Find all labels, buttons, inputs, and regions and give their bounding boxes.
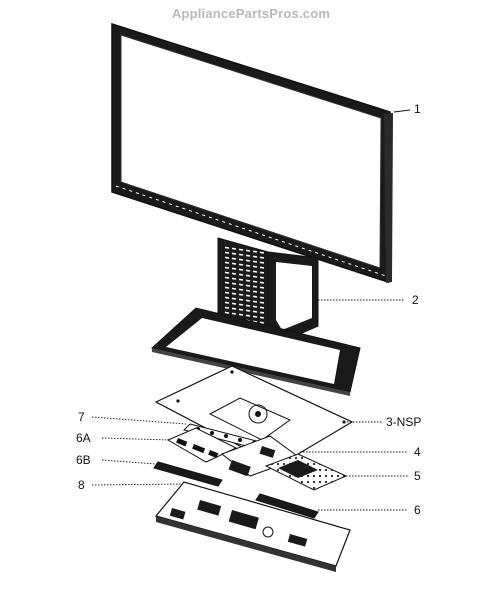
callout-1: 1 bbox=[414, 102, 421, 116]
callout-8: 8 bbox=[78, 478, 85, 492]
callout-5: 5 bbox=[414, 469, 421, 483]
callout-6a: 6A bbox=[76, 431, 91, 445]
leader-1 bbox=[393, 109, 411, 113]
part-6-speaker-right bbox=[255, 493, 319, 519]
part-6b-speaker-left bbox=[153, 461, 223, 487]
callout-4: 4 bbox=[414, 445, 421, 459]
leader-8 bbox=[91, 483, 183, 486]
callout-6b: 6B bbox=[76, 453, 91, 467]
callout-2: 2 bbox=[412, 293, 419, 307]
leader-6a bbox=[101, 437, 171, 441]
part-8-rear-cover bbox=[154, 481, 351, 572]
leader-lines bbox=[91, 109, 411, 511]
callout-3-nsp: 3-NSP bbox=[386, 415, 422, 429]
callout-6: 6 bbox=[414, 503, 421, 517]
stand-base bbox=[150, 307, 361, 396]
part-6a-main-board bbox=[166, 427, 238, 463]
callout-7: 7 bbox=[78, 410, 85, 424]
watermark-text: AppliancePartsPros.com bbox=[171, 6, 331, 21]
leader-7 bbox=[91, 416, 187, 425]
part-1-monitor-panel bbox=[111, 22, 393, 284]
leader-6b bbox=[101, 459, 157, 465]
part-3-nsp-back-plate bbox=[154, 365, 354, 467]
